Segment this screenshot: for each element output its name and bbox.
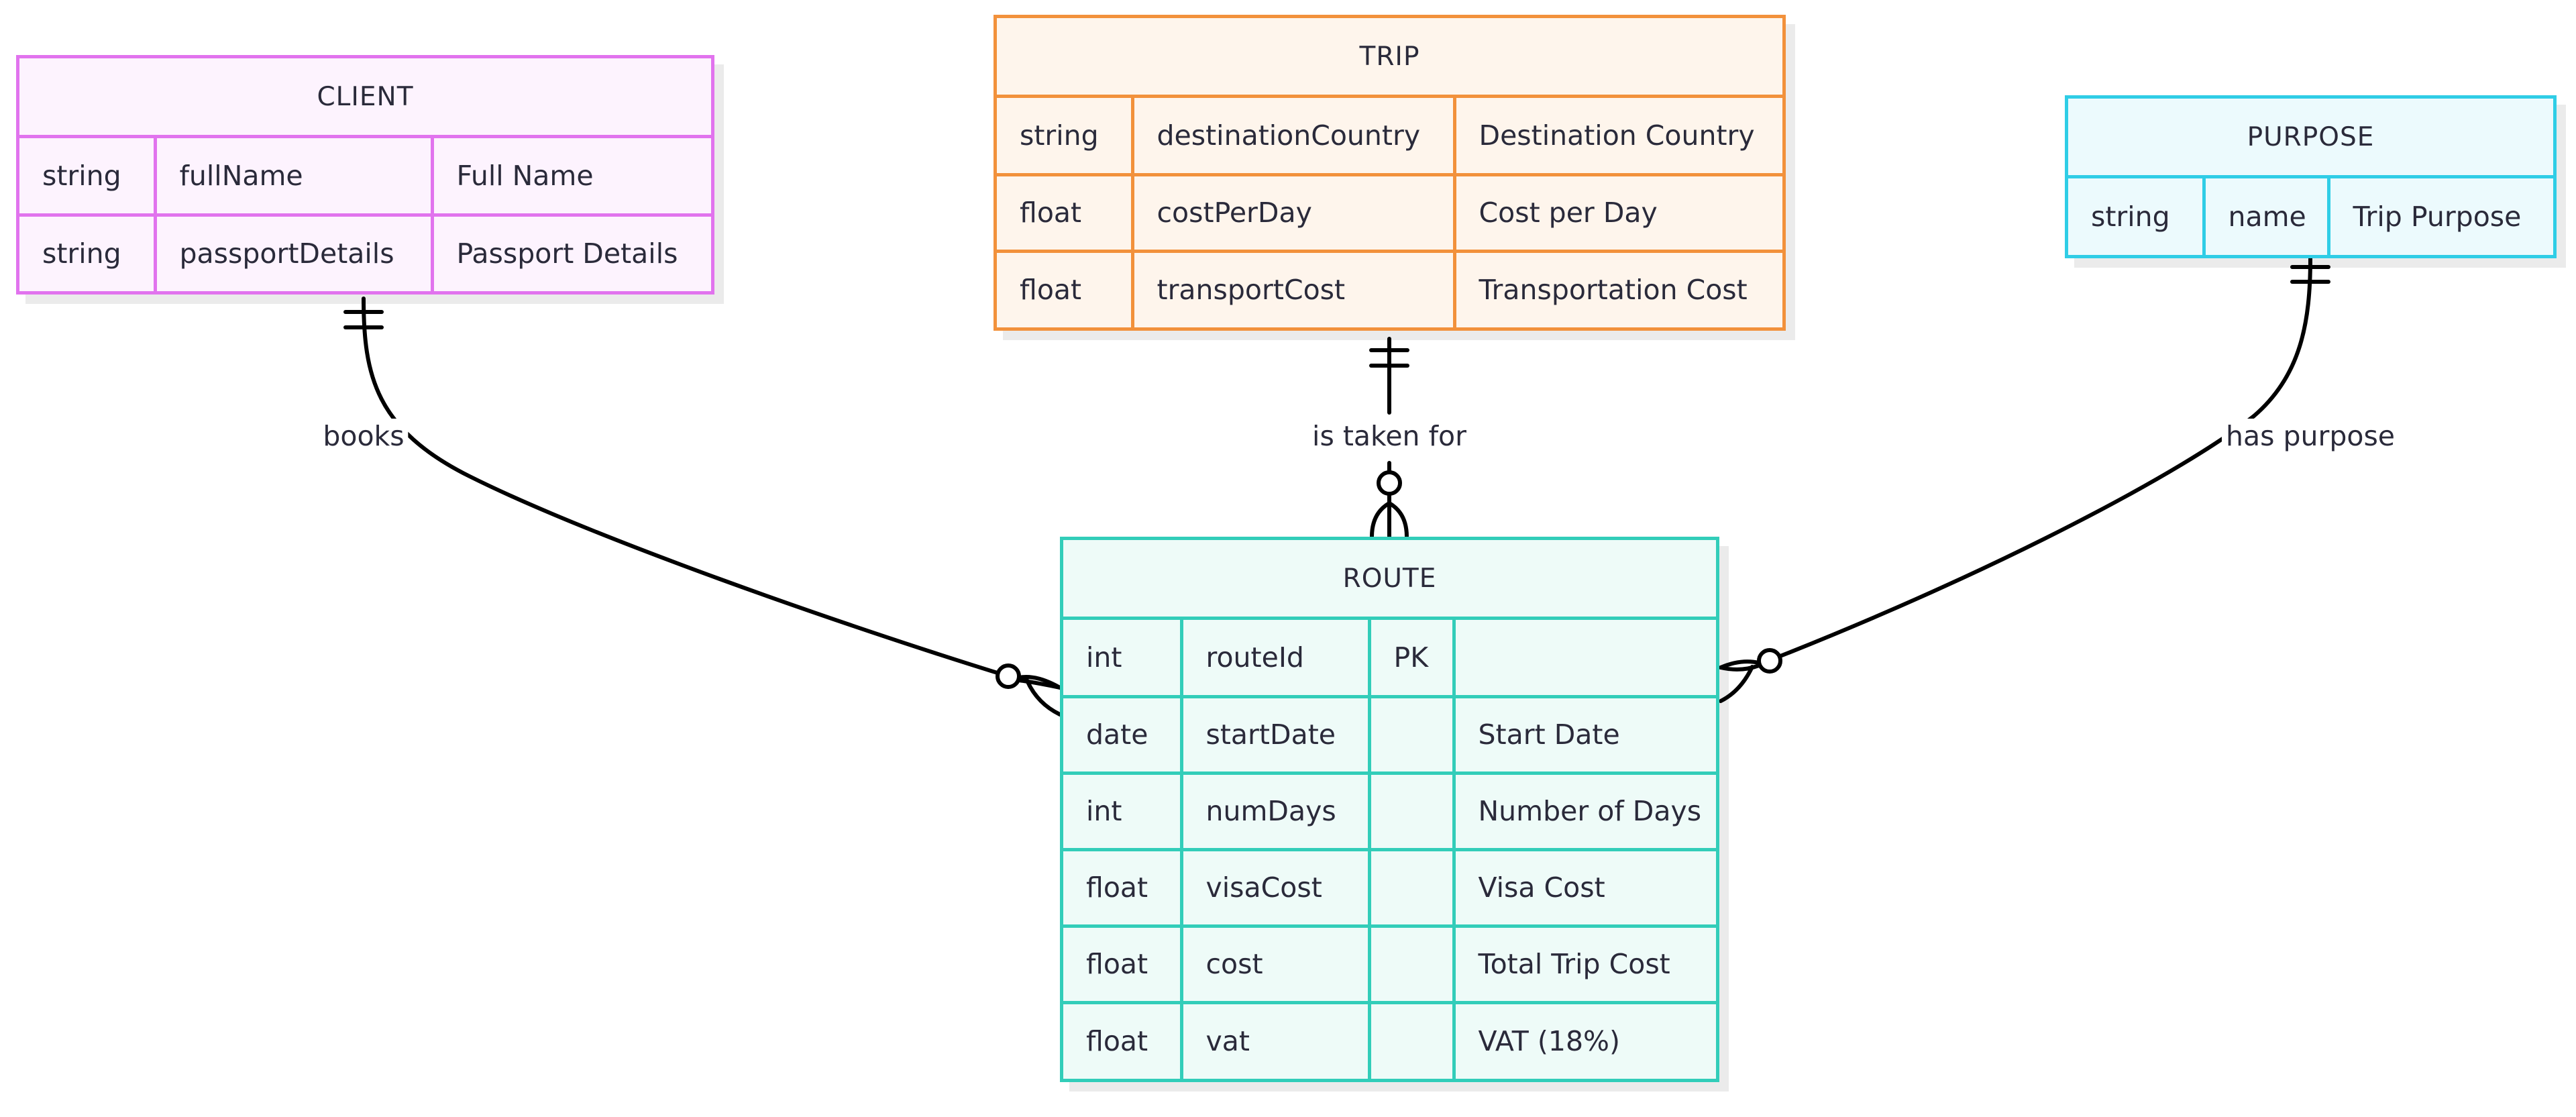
attribute-row: int numDays Number of Days <box>1063 771 1716 851</box>
attribute-row: float transportCost Transportation Cost <box>997 249 1782 327</box>
attribute-type: string <box>997 98 1134 176</box>
attribute-type: string <box>2068 178 2206 255</box>
attribute-comment <box>1452 620 1716 698</box>
attribute-comment: Start Date <box>1452 694 1716 775</box>
attribute-comment: Passport Details <box>430 213 711 291</box>
attribute-key <box>1367 847 1456 928</box>
attribute-row: string name Trip Purpose <box>2068 178 2553 255</box>
crow-foot-zero-many-route-right <box>1719 648 1782 703</box>
attribute-name: name <box>2202 178 2330 255</box>
attribute-type: int <box>1063 620 1183 698</box>
crow-foot-zero-many-route-left <box>996 663 1062 716</box>
relationship-line-books <box>362 297 1010 678</box>
attribute-comment: Visa Cost <box>1452 847 1716 928</box>
attribute-row: float cost Total Trip Cost <box>1063 924 1716 1004</box>
attribute-type: float <box>1063 1000 1183 1079</box>
attribute-name: vat <box>1179 1000 1371 1079</box>
entity-route[interactable]: ROUTE int routeId PK date startDate Star… <box>1060 537 1719 1082</box>
attribute-name: destinationCountry <box>1130 98 1456 176</box>
relationship-label-books: books <box>319 419 409 454</box>
entity-title-client: CLIENT <box>19 58 711 138</box>
relationship-label-is-taken-for: is taken for <box>1308 419 1470 454</box>
attribute-type: string <box>19 138 157 217</box>
attribute-comment: Cost per Day <box>1452 172 1782 253</box>
attribute-type: float <box>1063 847 1183 928</box>
attribute-type: date <box>1063 694 1183 775</box>
attribute-table-client: string fullName Full Name string passpor… <box>19 138 711 291</box>
entity-title-trip: TRIP <box>997 18 1782 98</box>
attribute-comment: Number of Days <box>1452 771 1716 851</box>
relationship-label-has-purpose: has purpose <box>2221 419 2400 454</box>
attribute-type: float <box>997 172 1134 253</box>
entity-purpose[interactable]: PURPOSE string name Trip Purpose <box>2065 95 2557 258</box>
attribute-type: string <box>19 213 157 291</box>
attribute-key <box>1367 1000 1456 1079</box>
crow-foot-exactly-one-client <box>343 310 384 329</box>
attribute-table-trip: string destinationCountry Destination Co… <box>997 98 1782 327</box>
attribute-row: string fullName Full Name <box>19 138 711 217</box>
attribute-row: float costPerDay Cost per Day <box>997 172 1782 253</box>
entity-title-route: ROUTE <box>1063 540 1716 620</box>
attribute-comment: Total Trip Cost <box>1452 924 1716 1004</box>
entity-trip[interactable]: TRIP string destinationCountry Destinati… <box>994 15 1786 331</box>
attribute-row: float visaCost Visa Cost <box>1063 847 1716 928</box>
entity-title-purpose: PURPOSE <box>2068 99 2553 178</box>
attribute-row: string destinationCountry Destination Co… <box>997 98 1782 176</box>
attribute-comment: Destination Country <box>1452 98 1782 176</box>
attribute-row: int routeId PK <box>1063 620 1716 698</box>
attribute-name: startDate <box>1179 694 1371 775</box>
attribute-comment: Trip Purpose <box>2326 178 2553 255</box>
attribute-name: passportDetails <box>153 213 434 291</box>
attribute-name: numDays <box>1179 771 1371 851</box>
crow-foot-zero-many-route-top <box>1370 470 1409 539</box>
attribute-table-purpose: string name Trip Purpose <box>2068 178 2553 255</box>
attribute-name: fullName <box>153 138 434 217</box>
attribute-table-route: int routeId PK date startDate Start Date… <box>1063 620 1716 1079</box>
attribute-key <box>1367 694 1456 775</box>
attribute-name: routeId <box>1179 620 1371 698</box>
attribute-type: float <box>1063 924 1183 1004</box>
relationship-line-has-purpose <box>1766 256 2312 663</box>
crow-foot-exactly-one-purpose <box>2290 265 2330 284</box>
attribute-name: visaCost <box>1179 847 1371 928</box>
attribute-row: string passportDetails Passport Details <box>19 213 711 291</box>
entity-client[interactable]: CLIENT string fullName Full Name string … <box>16 55 714 295</box>
attribute-comment: Transportation Cost <box>1452 249 1782 327</box>
attribute-type: int <box>1063 771 1183 851</box>
attribute-comment: VAT (18%) <box>1452 1000 1716 1079</box>
attribute-comment: Full Name <box>430 138 711 217</box>
attribute-row: date startDate Start Date <box>1063 694 1716 775</box>
attribute-name: cost <box>1179 924 1371 1004</box>
crow-foot-exactly-one-trip <box>1369 348 1409 368</box>
attribute-type: float <box>997 249 1134 327</box>
attribute-name: transportCost <box>1130 249 1456 327</box>
attribute-key <box>1367 771 1456 851</box>
attribute-name: costPerDay <box>1130 172 1456 253</box>
attribute-key <box>1367 924 1456 1004</box>
attribute-row: float vat VAT (18%) <box>1063 1000 1716 1079</box>
attribute-key: PK <box>1367 620 1456 698</box>
